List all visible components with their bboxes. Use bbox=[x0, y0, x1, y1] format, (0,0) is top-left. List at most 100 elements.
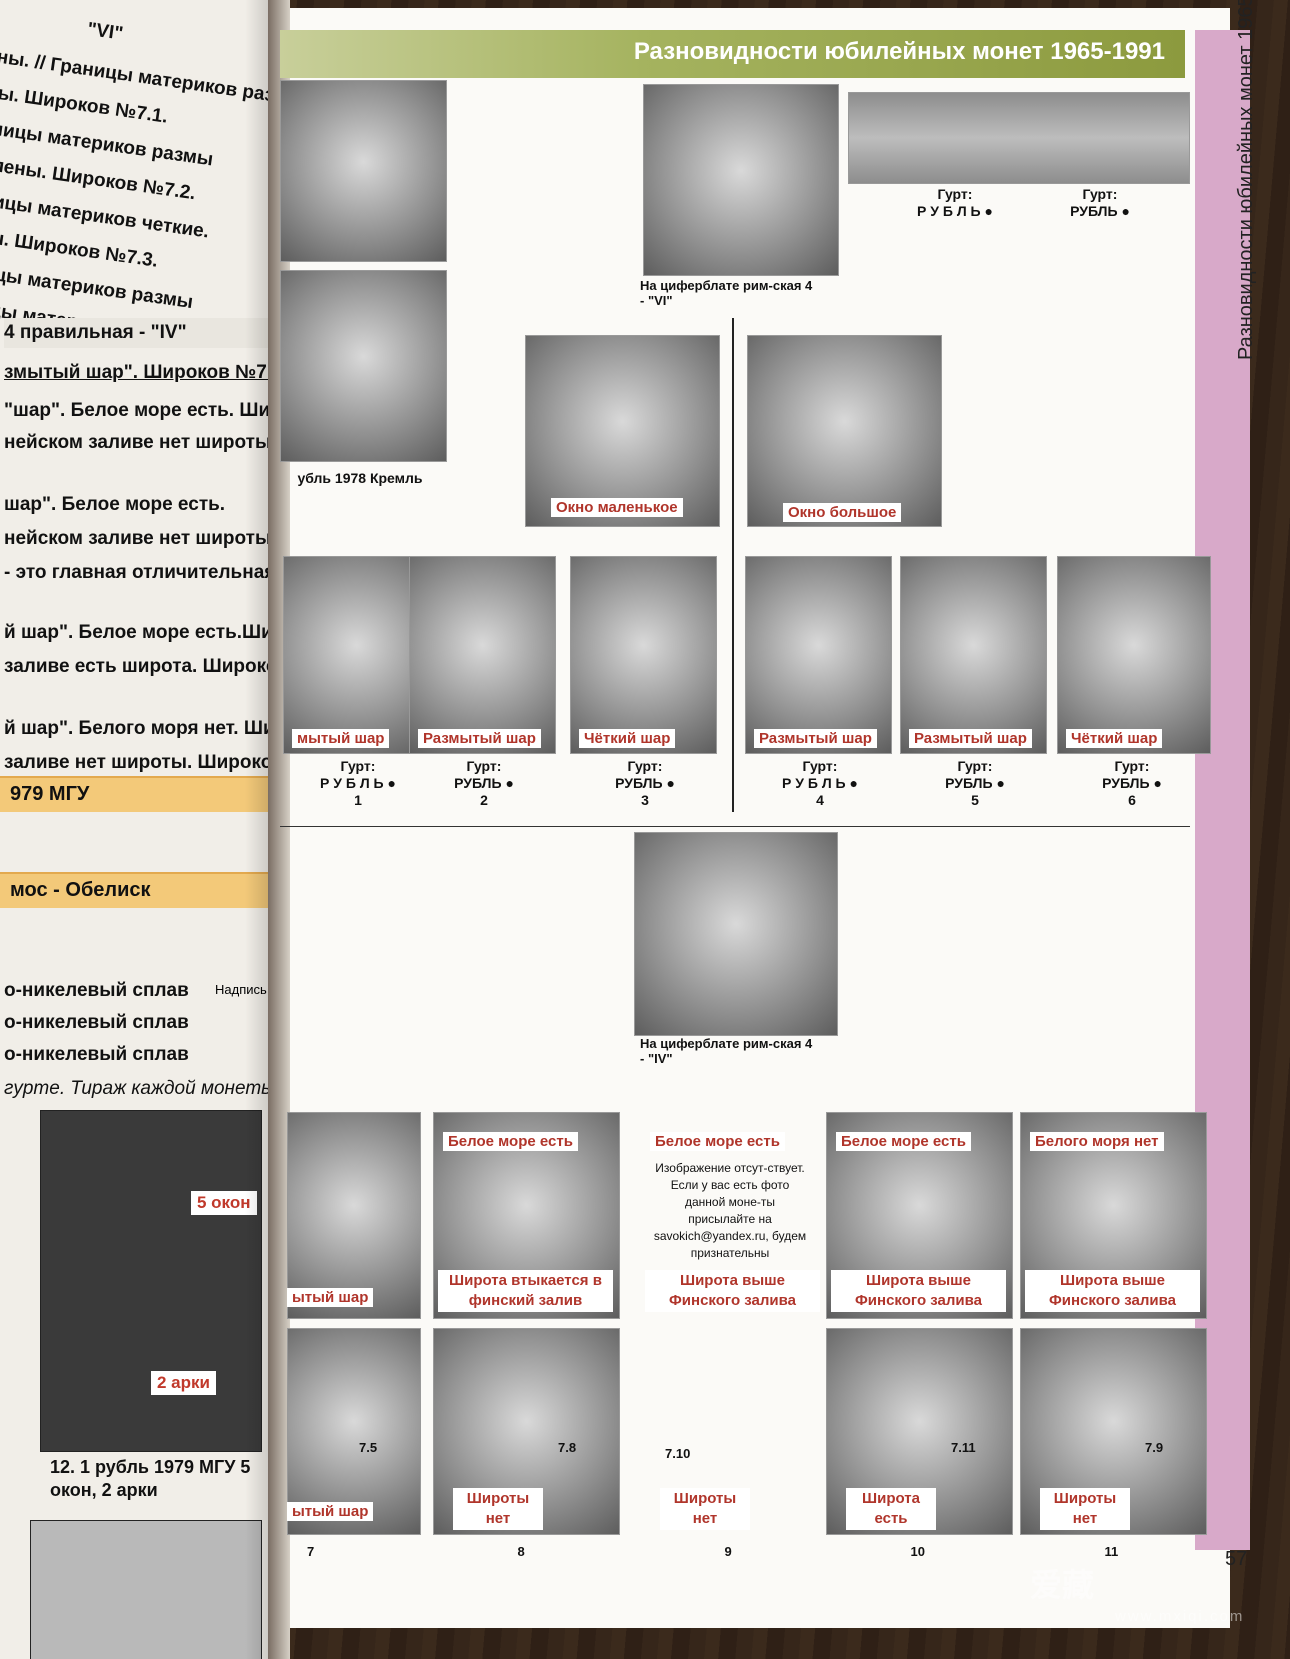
globe-bottom-label: Широты нет bbox=[453, 1488, 543, 1530]
watermark-logo: 爱藏 bbox=[1030, 1567, 1095, 1603]
coin-caption: убль 1978 Кремль bbox=[297, 470, 423, 486]
text-line: заливе есть широта. Широков bbox=[4, 656, 285, 677]
globe-ref-number: 7.9 bbox=[1145, 1440, 1164, 1455]
globe-bottom-label: Широты нет bbox=[660, 1488, 750, 1530]
section-divider bbox=[732, 318, 734, 812]
variant-edge: Гурт:Р У Б Л Ь ●4 bbox=[765, 758, 875, 809]
section-title: 979 МГУ bbox=[10, 783, 90, 805]
photo-label: 5 окон bbox=[191, 1191, 257, 1215]
edge-label-value: РУБЛЬ ● bbox=[1070, 203, 1130, 219]
globe-mid-label: Широта выше Финского залива bbox=[831, 1270, 1006, 1312]
variant-number: 3 bbox=[641, 792, 649, 808]
text-line: "шар". Белое море есть. Ши bbox=[4, 400, 271, 421]
variant-edge-value: РУБЛЬ ● bbox=[945, 775, 1005, 791]
globe-variant-photo: мытый шар bbox=[283, 556, 430, 754]
globe-bottom-label: Широта есть bbox=[846, 1488, 936, 1530]
text-line: й шар". Белое море есть.Широ bbox=[4, 622, 285, 643]
variant-number: 4 bbox=[816, 792, 824, 808]
variant-label: Размытый шар bbox=[754, 729, 877, 748]
variant-edge-value: РУБЛЬ ● bbox=[1102, 775, 1162, 791]
alloy-line: гурте. Тираж каждой монеты 55,000 bbox=[4, 1078, 285, 1099]
alloy-note: Надпись bbox=[215, 982, 267, 997]
variant-label: Размытый шар bbox=[418, 729, 541, 748]
globe-ref-number: 7.5 bbox=[359, 1440, 378, 1455]
variant-edge: Гурт:РУБЛЬ ●6 bbox=[1077, 758, 1187, 809]
text-line: шар". Белое море есть. bbox=[4, 494, 226, 515]
mgu-coin-photo: 5 окон 2 арки bbox=[40, 1110, 262, 1452]
variant-number: 6 bbox=[1128, 792, 1136, 808]
variant-edge-value: Р У Б Л Ь ● bbox=[782, 775, 858, 791]
variant-edge: Гурт:РУБЛЬ ●3 bbox=[590, 758, 700, 809]
sidebar-band: Разновидности юбилейных монет 1965-1991 bbox=[1195, 0, 1257, 1550]
globe-bottom-label: Широты нет bbox=[1040, 1488, 1130, 1530]
clock-photo-iv bbox=[634, 832, 838, 1036]
page-header-title: Разновидности юбилейных монет 1965-1991 bbox=[633, 38, 1165, 65]
globe-bottom-label: ытый шар bbox=[287, 1502, 374, 1521]
edge-label: Гурт:РУБЛЬ ● bbox=[1045, 186, 1155, 220]
window-large-photo: Окно большое bbox=[747, 335, 942, 527]
globe-ref-number: 7.11 bbox=[951, 1440, 976, 1455]
variant-gurt: Гурт: bbox=[802, 758, 838, 774]
globe-mid-label: Широта выше Финского залива bbox=[1025, 1270, 1200, 1312]
window-small-photo: Окно маленькое bbox=[525, 335, 720, 527]
left-page: "VI" ставлены. // Границы материков разм… bbox=[0, 0, 285, 1659]
section-bar-obelisk: мос - Обелиск bbox=[0, 872, 285, 908]
globe-mid-label: Широта втыкается в финский залив bbox=[438, 1270, 613, 1312]
window-label: Окно маленькое bbox=[551, 498, 683, 517]
mgu-caption: 12. 1 рубль 1979 МГУ 5 окон, 2 арки bbox=[50, 1457, 251, 1500]
variant-number: 5 bbox=[971, 792, 979, 808]
variant-label: Размытый шар bbox=[909, 729, 1032, 748]
globe-top-label: Белое море есть bbox=[836, 1132, 971, 1151]
variant-gurt: Гурт: bbox=[1114, 758, 1150, 774]
text-line: "VI" bbox=[85, 18, 125, 45]
text-line: нейском заливе нет широты. bbox=[4, 528, 277, 549]
variant-edge: Гурт:РУБЛЬ ●5 bbox=[920, 758, 1030, 809]
section-title: мос - Обелиск bbox=[10, 879, 151, 901]
clock-caption-vi: На циферблате рим-ская 4 - "VI" bbox=[640, 278, 813, 308]
globe-ref-number: 7.8 bbox=[558, 1440, 577, 1455]
watermark-url: www.mxiqi.com bbox=[1115, 1608, 1245, 1625]
horizontal-divider bbox=[280, 826, 1190, 827]
page-number: 57 bbox=[1225, 1548, 1248, 1570]
globe-variant-photo: Размытый шар bbox=[900, 556, 1047, 754]
variant-number: 2 bbox=[480, 792, 488, 808]
alloy-line: о-никелевый сплав bbox=[4, 1012, 189, 1033]
alloy-line: о-никелевый сплав bbox=[4, 980, 189, 1001]
globe-variant-number: 8 bbox=[517, 1544, 525, 1559]
variant-label: Чёткий шар bbox=[1066, 729, 1163, 748]
globe-top-label: Белого моря нет bbox=[1030, 1132, 1164, 1151]
globe-variant-number: 7 bbox=[307, 1544, 315, 1559]
variant-label: Чёткий шар bbox=[579, 729, 676, 748]
sidebar-title: Разновидности юбилейных монет 1965-1991 bbox=[1235, 0, 1257, 360]
text-line: нейском заливе нет широты. bbox=[4, 432, 277, 453]
edge-label: Гурт:Р У Б Л Ь ● bbox=[900, 186, 1010, 220]
edge-label-title: Гурт: bbox=[937, 186, 973, 202]
photo-label: 2 арки bbox=[151, 1371, 216, 1395]
variant-edge-value: РУБЛЬ ● bbox=[454, 775, 514, 791]
globe-bottom-photo bbox=[287, 1328, 421, 1535]
variant-gurt: Гурт: bbox=[627, 758, 663, 774]
variant-edge: Гурт:РУБЛЬ ●2 bbox=[429, 758, 539, 809]
window-label: Окно большое bbox=[783, 503, 902, 522]
globe-top-label: Белое море есть bbox=[443, 1132, 578, 1151]
globe-variant-number: 9 bbox=[724, 1544, 732, 1559]
alloy-line: о-никелевый сплав bbox=[4, 1044, 189, 1065]
variant-gurt: Гурт: bbox=[466, 758, 502, 774]
clock-caption-iv: На циферблате рим-ская 4 - "IV" bbox=[640, 1036, 813, 1066]
variant-number: 1 bbox=[354, 792, 362, 808]
text-line: заливе нет широты. Широков 7.9 bbox=[4, 752, 285, 773]
globe-variant-photo: Размытый шар bbox=[409, 556, 556, 754]
coin-detail-photo bbox=[30, 1520, 262, 1659]
globe-variant-number: 11 bbox=[1104, 1544, 1119, 1559]
globe-variant-photo: Чёткий шар bbox=[1057, 556, 1211, 754]
globe-ref-number: 7.10 bbox=[665, 1446, 691, 1461]
edge-label-title: Гурт: bbox=[1082, 186, 1118, 202]
globe-top-label: Белое море есть bbox=[650, 1132, 785, 1151]
variant-edge-value: РУБЛЬ ● bbox=[615, 775, 675, 791]
variant-gurt: Гурт: bbox=[340, 758, 376, 774]
section-bar-mgu: 979 МГУ bbox=[0, 776, 285, 812]
variant-edge-value: Р У Б Л Ь ● bbox=[320, 775, 396, 791]
clock-photo-vi bbox=[643, 84, 839, 276]
text-line: змытый шар". Широков №7.5. bbox=[4, 362, 285, 383]
kremlin-coin-obverse bbox=[280, 270, 447, 462]
